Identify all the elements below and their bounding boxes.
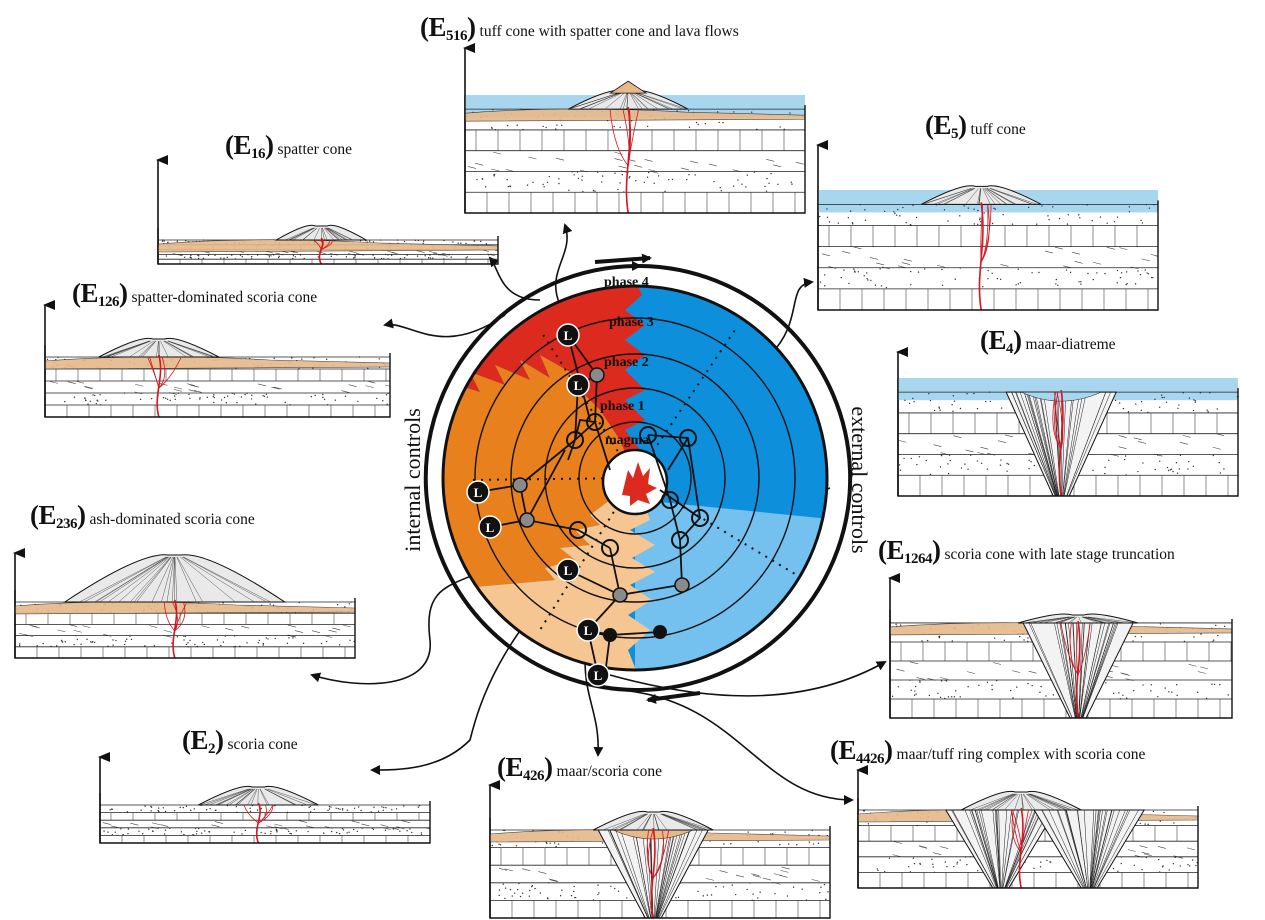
panel-subscript: 516	[446, 28, 467, 44]
panel-description: maar/tuff ring complex with scoria cone	[897, 746, 1146, 763]
node-label: L	[574, 378, 583, 393]
cross-section-e16	[157, 160, 503, 264]
panel-description: scoria cone with late stage truncation	[945, 546, 1175, 563]
panel-description: tuff cone with spatter cone and lava flo…	[480, 23, 739, 40]
node-label: L	[474, 485, 483, 500]
panel-description: maar/scoria cone	[557, 763, 662, 780]
panel-description: spatter cone	[278, 141, 352, 158]
panel-code: E	[839, 735, 857, 765]
panel-code: E	[887, 535, 905, 565]
panel-description: tuff cone	[971, 121, 1026, 138]
panel-description: spatter-dominated scoria cone	[132, 289, 318, 306]
node-label: L	[584, 623, 593, 638]
panel-code: E	[39, 500, 57, 530]
panel-code: E	[506, 752, 524, 782]
phase-label: phase 4	[604, 275, 649, 290]
node-label: L	[564, 328, 573, 343]
panel-code: E	[429, 12, 447, 42]
internal-controls-label: internal controls	[400, 408, 425, 552]
arrow-to-e516	[556, 225, 567, 305]
panel-title-e516: (E516)tuff cone with spatter cone and la…	[420, 12, 739, 45]
panel-title-e426: (E426)maar/scoria cone	[497, 752, 662, 785]
phase-label: phase 1	[600, 399, 645, 414]
external-controls-label: external controls	[847, 406, 872, 553]
panel-code: E	[81, 278, 99, 308]
panel-subscript: 1264	[904, 551, 932, 567]
panel-title-e1264: (E1264)scoria cone with late stage trunc…	[878, 535, 1175, 568]
node-label: L	[564, 563, 573, 578]
panel-subscript: 426	[523, 768, 544, 784]
panel-subscript: 236	[56, 516, 77, 532]
cross-section-e516	[465, 48, 806, 213]
panel-title-e2: (E2)scoria cone	[182, 725, 298, 758]
phase-label: phase 3	[609, 315, 654, 330]
cross-section-e236	[15, 553, 356, 658]
panel-subscript: 4426	[856, 751, 884, 767]
node-label: L	[486, 520, 495, 535]
panel-title-e16: (E16)spatter cone	[225, 130, 352, 163]
arrow-to-e126	[385, 315, 505, 337]
panel-description: ash-dominated scoria cone	[90, 511, 255, 528]
node-label: L	[594, 668, 603, 683]
panel-code: E	[934, 110, 952, 140]
panel-title-e4: (E4)maar-diatreme	[980, 325, 1116, 358]
panel-code: E	[191, 725, 209, 755]
panel-description: maar-diatreme	[1026, 336, 1116, 353]
cross-section-e5	[818, 145, 1163, 310]
panel-title-e126: (E126)spatter-dominated scoria cone	[72, 278, 317, 311]
panel-subscript: 2	[208, 741, 215, 757]
panel-code: E	[989, 325, 1007, 355]
panel-title-e4426: (E4426)maar/tuff ring complex with scori…	[830, 735, 1145, 768]
cross-section-e1264	[890, 578, 1232, 718]
cross-section-e126	[45, 305, 393, 417]
panel-subscript: 16	[251, 146, 265, 162]
panel-title-e236: (E236)ash-dominated scoria cone	[30, 500, 255, 533]
panel-code: E	[234, 130, 252, 160]
panel-description: scoria cone	[228, 736, 298, 753]
cross-section-e4426	[858, 770, 1199, 888]
panel-subscript: 5	[951, 126, 958, 142]
panel-title-e5: (E5)tuff cone	[925, 110, 1026, 143]
cross-section-e426	[490, 785, 831, 918]
panel-subscript: 126	[98, 294, 119, 310]
controls-wheel: phase 4 phase 3 phase 2 phase 1 magma	[400, 275, 872, 690]
phase-label: phase 2	[604, 355, 649, 370]
panel-subscript: 4	[1006, 341, 1013, 357]
cross-section-e4	[898, 352, 1239, 496]
